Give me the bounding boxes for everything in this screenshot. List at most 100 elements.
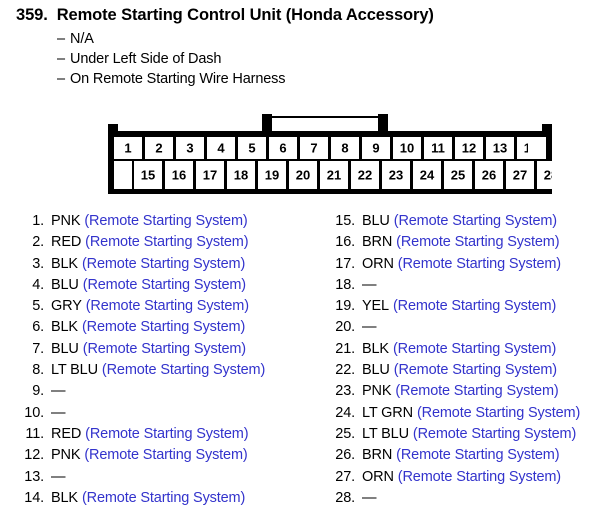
pin-index: 27. xyxy=(335,468,355,485)
pin-cell-17 xyxy=(196,161,224,189)
pin-list-item: 9. — xyxy=(14,383,314,404)
detail-line-harness: –On Remote Starting Wire Harness xyxy=(57,71,285,87)
pin-cell-5 xyxy=(238,137,266,159)
pin-number-1: 1 xyxy=(124,140,131,155)
pin-list-item: 17.ORN(Remote Starting System) xyxy=(325,256,615,277)
pin-empty-marker: — xyxy=(51,404,66,421)
pin-circuit-description: (Remote Starting System) xyxy=(392,340,557,357)
pin-number-4: 4 xyxy=(217,140,225,155)
pin-number-15: 15 xyxy=(141,167,155,182)
pin-list-item: 3.BLK(Remote Starting System) xyxy=(14,256,314,277)
pin-number-25: 25 xyxy=(451,167,465,182)
pin-index: 16. xyxy=(335,234,355,251)
pin-index: 9. xyxy=(32,383,44,400)
pin-circuit-description: (Remote Starting System) xyxy=(85,425,249,442)
pin-labels-bottom-row: 1516171819202122232425262728 xyxy=(141,167,552,182)
pin-wire-color: ORN xyxy=(362,255,394,272)
pin-list-item: 28.— xyxy=(325,490,615,511)
pin-index: 21. xyxy=(335,340,355,357)
pin-number-11: 11 xyxy=(431,140,445,155)
pin-number-16: 16 xyxy=(172,167,186,182)
pin-number-21: 21 xyxy=(327,167,341,182)
pin-circuit-description: (Remote Starting System) xyxy=(85,234,249,251)
pin-list-item: 11.RED(Remote Starting System) xyxy=(14,426,314,447)
pin-cell-23 xyxy=(382,161,410,189)
pin-index: 4. xyxy=(32,276,44,293)
pin-cell-18 xyxy=(227,161,255,189)
pin-list-item: 19.YEL(Remote Starting System) xyxy=(325,298,615,319)
pin-circuit-description: (Remote Starting System) xyxy=(82,340,246,357)
detail-text: Under Left Side of Dash xyxy=(70,51,222,67)
pin-number-12: 12 xyxy=(462,140,476,155)
pin-index: 19. xyxy=(335,298,355,315)
dash-bullet-icon: – xyxy=(57,31,65,47)
pin-cell-24 xyxy=(413,161,441,189)
pin-circuit-description: (Remote Starting System) xyxy=(412,425,577,442)
pin-circuit-description: (Remote Starting System) xyxy=(81,255,246,272)
pin-wire-color: PNK xyxy=(51,213,81,229)
pin-list-item: 25.LT BLU(Remote Starting System) xyxy=(325,426,615,447)
pin-cells-bottom-row xyxy=(134,161,552,189)
pin-wire-color: RED xyxy=(51,234,82,251)
pin-number-17: 17 xyxy=(203,167,217,182)
pin-wire-color: PNK xyxy=(51,447,81,464)
pin-wire-color: BRN xyxy=(362,447,393,464)
pin-wire-color: GRY xyxy=(51,298,82,315)
pin-list-item: 2. RED(Remote Starting System) xyxy=(14,234,314,255)
pin-circuit-description: (Remote Starting System) xyxy=(101,362,266,379)
connector-diagram: 1234567891011121314 15161718192021222324… xyxy=(108,114,552,194)
pin-wire-color: BRN xyxy=(362,234,393,251)
pin-circuit-description: (Remote Starting System) xyxy=(81,319,246,336)
pin-index: 20. xyxy=(335,319,355,336)
pin-number-24: 24 xyxy=(420,167,435,182)
pin-list-item: 12.PNK(Remote Starting System) xyxy=(14,447,314,468)
pin-number-10: 10 xyxy=(400,140,414,155)
pin-cell-28 xyxy=(537,161,552,189)
pin-circuit-description: (Remote Starting System) xyxy=(397,468,561,485)
pin-list-item: 23.PNK(Remote Starting System) xyxy=(325,383,615,404)
pin-index: 17. xyxy=(335,255,355,272)
pin-index: 11. xyxy=(25,425,44,442)
pin-wire-color: LT BLU xyxy=(362,425,409,442)
pin-cell-10 xyxy=(393,137,421,159)
pin-cell-12 xyxy=(455,137,483,159)
pin-index: 3. xyxy=(32,255,44,272)
pin-cell-20 xyxy=(289,161,317,189)
pin-circuit-description: (Remote Starting System) xyxy=(396,447,560,464)
pin-index: 18. xyxy=(335,276,355,293)
pin-wire-color: ORN xyxy=(362,468,394,485)
pin-cell-13 xyxy=(486,137,514,159)
pin-number-8: 8 xyxy=(341,140,348,155)
pin-cell-27 xyxy=(506,161,534,189)
pin-list-item: 20. — xyxy=(325,319,615,340)
pin-cell-7 xyxy=(300,137,328,159)
pin-index: 2. xyxy=(32,234,44,251)
pin-list-item: 14.BLK(Remote Starting System) xyxy=(14,490,314,511)
pin-index: 26. xyxy=(335,447,355,464)
detail-line-availability: –N/A xyxy=(57,31,94,47)
pin-cell-8 xyxy=(331,137,359,159)
detail-line-location: –Under Left Side of Dash xyxy=(57,51,221,67)
pin-empty-marker: — xyxy=(51,383,66,400)
pin-cell-16 xyxy=(165,161,193,189)
blank-cell-top-right xyxy=(528,137,546,159)
pin-circuit-description: (Remote Starting System) xyxy=(82,276,246,293)
pin-index: 12. xyxy=(24,447,44,464)
pin-number-20: 20 xyxy=(296,167,310,182)
pin-empty-marker: — xyxy=(362,319,377,336)
detail-text: N/A xyxy=(70,31,94,47)
pin-number-9: 9 xyxy=(372,140,379,155)
pin-cell-1 xyxy=(114,137,142,159)
pin-list-item: 5.GRY(Remote Starting System) xyxy=(14,298,314,319)
pin-wire-color: BLK xyxy=(362,340,389,357)
pin-index: 7. xyxy=(32,340,44,357)
pin-list-item: 16.BRN(Remote Starting System) xyxy=(325,234,615,255)
pin-labels-top-row: 1234567891011121314 xyxy=(124,140,539,155)
pin-empty-marker: — xyxy=(51,468,66,485)
pin-cell-3 xyxy=(176,137,204,159)
pin-wire-color: PNK xyxy=(362,383,392,400)
pin-list-item: 13.— xyxy=(14,469,314,490)
pin-number-2: 2 xyxy=(155,140,162,155)
pin-wire-color: BLU xyxy=(51,340,79,357)
pin-number-18: 18 xyxy=(234,167,248,182)
